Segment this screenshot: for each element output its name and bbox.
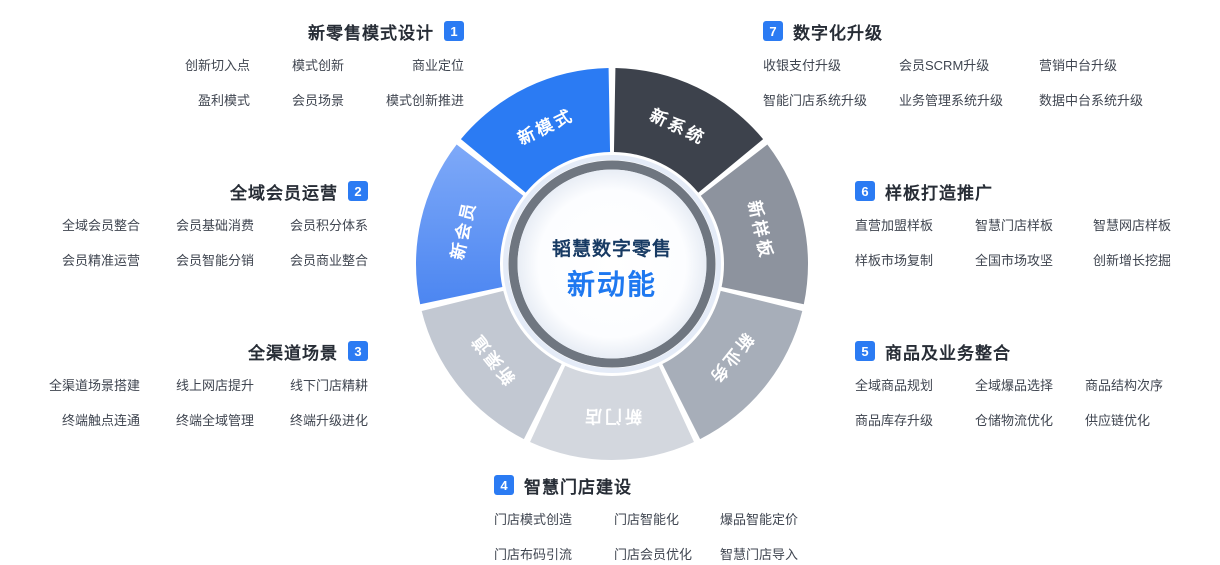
section-item: 供应链优化	[1085, 413, 1151, 428]
center-dark-ring	[508, 160, 716, 368]
section-item: 会员场景	[291, 93, 344, 108]
section-item: 全渠道场景搭建	[48, 378, 140, 393]
section-omni-channel-scene: 全渠道场景 3 全渠道场景搭建 线上网店提升 线下门店精耕 终端触点连通 终端全…	[49, 340, 368, 429]
section-smart-store-construction: 4 智慧门店建设 门店模式创造 门店智能化 爆品智能定价 门店布码引流 门店会员…	[494, 474, 798, 563]
section-item: 全域会员整合	[61, 218, 140, 233]
center-headline-text: 新动能	[567, 269, 657, 300]
section-item: 智能门店系统升级	[763, 93, 868, 108]
wheel-segment-新业务	[662, 290, 803, 440]
section-item: 创新增长挖掘	[1093, 253, 1172, 268]
section-number-badge: 6	[855, 181, 875, 201]
section-item: 会员积分体系	[289, 218, 368, 233]
section-title: 智慧门店建设	[524, 477, 632, 497]
section-item: 会员智能分销	[175, 253, 254, 268]
section-item: 商品结构次序	[1085, 378, 1164, 393]
wheel-segment-新会员	[415, 144, 524, 305]
section-item: 会员SCRM升级	[899, 58, 990, 73]
section-item: 会员精准运营	[61, 253, 140, 268]
section-model-promotion: 6 样板打造推广 直营加盟样板 智慧门店样板 智慧网店样板 样板市场复制 全国市…	[855, 180, 1171, 269]
section-item: 样板市场复制	[855, 253, 934, 268]
section-item: 营销中台升级	[1039, 58, 1118, 73]
section-number-badge: 3	[348, 341, 368, 361]
section-item: 终端触点连通	[61, 413, 140, 428]
section-item: 门店布码引流	[494, 547, 573, 562]
section-item: 模式创新	[291, 58, 344, 73]
section-item: 智慧网店样板	[1093, 218, 1172, 233]
section-item: 直营加盟样板	[855, 218, 934, 233]
section-item: 数据中台系统升级	[1039, 93, 1144, 108]
section-item: 线上网店提升	[175, 378, 254, 393]
section-items: 创新切入点 模式创新 商业定位 盈利模式 会员场景 模式创新推进	[185, 55, 464, 109]
wheel-segment-label: 新门店	[582, 407, 642, 427]
section-number-badge: 5	[855, 341, 875, 361]
section-title: 全渠道场景	[248, 343, 338, 363]
section-items: 全渠道场景搭建 线上网店提升 线下门店精耕 终端触点连通 终端全域管理 终端升级…	[49, 375, 368, 429]
section-header: 6 样板打造推广	[855, 180, 1171, 203]
section-item: 会员基础消费	[175, 218, 254, 233]
section-number-badge: 7	[763, 21, 783, 41]
section-number-badge: 2	[348, 181, 368, 201]
section-item: 全域商品规划	[855, 378, 934, 393]
section-header: 4 智慧门店建设	[494, 474, 798, 497]
section-new-retail-model-design: 新零售模式设计 1 创新切入点 模式创新 商业定位 盈利模式 会员场景 模式创新…	[185, 20, 464, 109]
section-item: 爆品智能定价	[720, 512, 799, 527]
section-item: 智慧门店样板	[975, 218, 1054, 233]
wheel-segment-新门店	[530, 365, 694, 461]
section-item: 会员商业整合	[289, 253, 368, 268]
section-product-business-integration: 5 商品及业务整合 全域商品规划 全域爆品选择 商品结构次序 商品库存升级 仓储…	[855, 340, 1163, 429]
section-header: 7 数字化升级	[763, 20, 1143, 43]
section-item: 商业定位	[411, 58, 464, 73]
section-item: 门店会员优化	[614, 547, 693, 562]
section-title: 新零售模式设计	[308, 23, 434, 43]
section-item: 全域爆品选择	[975, 378, 1054, 393]
section-item: 智慧门店导入	[720, 547, 799, 562]
wheel-segment-新模式	[460, 68, 611, 193]
section-number-badge: 4	[494, 475, 514, 495]
wheel-segment-新系统	[613, 68, 764, 193]
section-header: 新零售模式设计 1	[185, 20, 464, 43]
section-header: 5 商品及业务整合	[855, 340, 1163, 363]
wheel-segment-新样板	[700, 144, 809, 305]
section-header: 全渠道场景 3	[49, 340, 368, 363]
section-item: 终端全域管理	[175, 413, 254, 428]
section-title: 样板打造推广	[885, 183, 993, 203]
section-header: 全域会员运营 2	[62, 180, 368, 203]
section-items: 收银支付升级 会员SCRM升级 营销中台升级 智能门店系统升级 业务管理系统升级…	[763, 55, 1143, 109]
center-halo-ring	[503, 155, 721, 373]
section-item: 商品库存升级	[855, 413, 934, 428]
wheel-segment-新渠道	[421, 290, 562, 440]
section-title: 数字化升级	[793, 23, 883, 43]
center-brand-text: 韬慧数字零售	[552, 237, 672, 260]
section-item: 终端升级进化	[289, 413, 368, 428]
section-items: 门店模式创造 门店智能化 爆品智能定价 门店布码引流 门店会员优化 智慧门店导入	[494, 509, 798, 563]
section-item: 盈利模式	[197, 93, 250, 108]
section-title: 商品及业务整合	[885, 343, 1011, 363]
section-items: 全域会员整合 会员基础消费 会员积分体系 会员精准运营 会员智能分销 会员商业整…	[62, 215, 368, 269]
section-item: 收银支付升级	[763, 58, 842, 73]
section-item: 仓储物流优化	[975, 413, 1054, 428]
section-title: 全域会员运营	[230, 183, 338, 203]
section-item: 模式创新推进	[385, 93, 464, 108]
section-items: 直营加盟样板 智慧门店样板 智慧网店样板 样板市场复制 全国市场攻坚 创新增长挖…	[855, 215, 1171, 269]
center-circle: 韬慧数字零售 新动能	[503, 155, 721, 373]
section-digitalization-upgrade: 7 数字化升级 收银支付升级 会员SCRM升级 营销中台升级 智能门店系统升级 …	[763, 20, 1143, 109]
section-omni-member-operation: 全域会员运营 2 全域会员整合 会员基础消费 会员积分体系 会员精准运营 会员智…	[62, 180, 368, 269]
section-item: 业务管理系统升级	[899, 93, 1004, 108]
section-item: 门店智能化	[614, 512, 680, 527]
section-item: 全国市场攻坚	[975, 253, 1054, 268]
section-item: 门店模式创造	[494, 512, 573, 527]
section-items: 全域商品规划 全域爆品选择 商品结构次序 商品库存升级 仓储物流优化 供应链优化	[855, 375, 1163, 429]
section-item: 线下门店精耕	[289, 378, 368, 393]
section-item: 创新切入点	[184, 58, 250, 73]
center-disc	[517, 169, 707, 359]
section-number-badge: 1	[444, 21, 464, 41]
